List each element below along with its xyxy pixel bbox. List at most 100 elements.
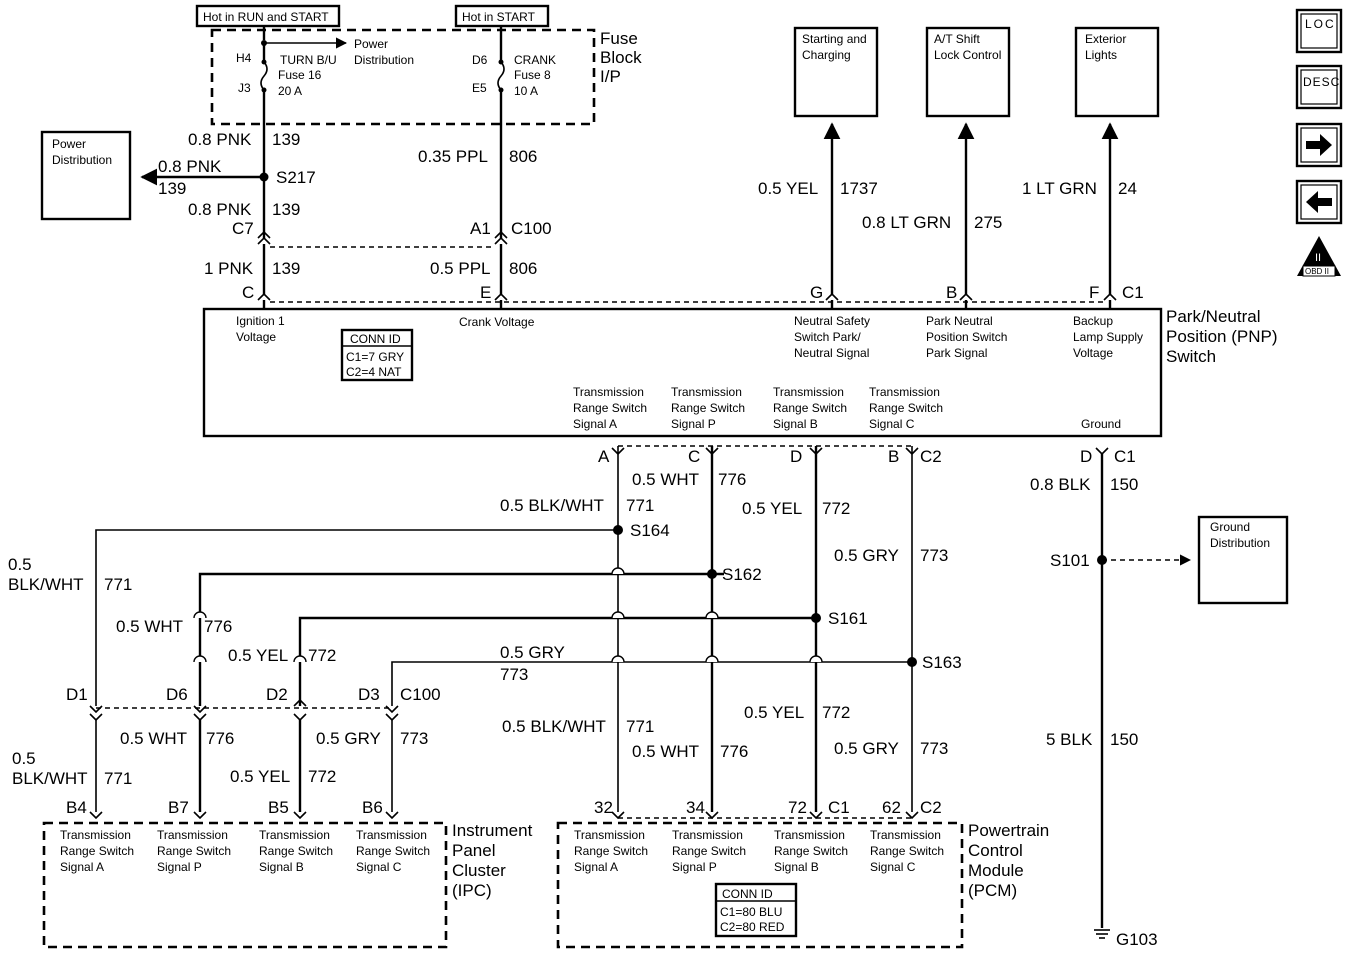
pcm-trs-c-2: Range Switch [870, 844, 944, 858]
pnp-pin-c2: C [688, 447, 700, 466]
pin-d6-c100: D6 [166, 685, 188, 704]
bu-label-2: Lamp Supply [1073, 330, 1143, 344]
ign-label-1: Ignition 1 [236, 314, 285, 328]
pnp-trs-a-2: Range Switch [573, 401, 647, 415]
desc-button[interactable]: DESC [1295, 64, 1343, 110]
shift-lock-box [925, 26, 1011, 118]
pnp-pin-c: C [242, 283, 254, 302]
pin-e5: E5 [472, 81, 487, 95]
pcm-771-size: 0.5 BLK/WHT [502, 717, 606, 736]
left-776-size: 0.5 WHT [116, 617, 183, 636]
pnp-c2-label: C2 [920, 447, 942, 466]
w773-size-upper: 0.5 GRY [834, 546, 899, 565]
prev-arrow-button[interactable] [1295, 179, 1343, 225]
ipc-trs-c-1: Transmission [356, 828, 427, 842]
pcm-pin-32: 32 [594, 798, 613, 817]
lower-771-size-2: BLK/WHT [12, 769, 88, 788]
wire-1737-size: 0.5 YEL [758, 179, 818, 198]
fuse8-name: CRANK [514, 53, 556, 67]
obd-label: OBD II [1305, 267, 1329, 276]
pin-d2: D2 [266, 685, 288, 704]
fuse-block-title-1: Fuse [600, 29, 638, 48]
fuse-8-icon [497, 61, 505, 91]
pcm-trs-c-1: Transmission [870, 828, 941, 842]
pnp-signal-a: Signal A [573, 417, 617, 431]
obd-ii-button[interactable]: OBD II II [1297, 236, 1341, 277]
pcm-title-1: Powertrain [968, 821, 1049, 840]
pcm-conn-id-box [714, 882, 798, 938]
g103-label: G103 [1116, 930, 1158, 949]
ipc-signal-c: Signal C [356, 860, 402, 874]
pnp-pin-a: A [598, 447, 610, 466]
obd-warning-mark: II [1315, 252, 1321, 264]
pnp-conn-c1: C1=7 GRY [346, 350, 404, 364]
pcm-773-num: 773 [920, 739, 948, 758]
s161-label: S161 [828, 609, 868, 628]
pcm-c1-label: C1 [828, 798, 850, 817]
ipc-trs-p-2: Range Switch [157, 844, 231, 858]
loc-button[interactable]: LOC [1295, 8, 1343, 54]
ipc-signal-b: Signal B [259, 860, 304, 874]
pnp-trs-b-2: Range Switch [773, 401, 847, 415]
wire-806-size-1: 0.35 PPL [418, 147, 488, 166]
lower-776-num: 776 [206, 729, 234, 748]
ipc-box [42, 821, 448, 949]
pcm-trs-a-1: Transmission [574, 828, 645, 842]
crank-voltage-label: Crank Voltage [459, 315, 535, 329]
pcm-conn-id: CONN ID [722, 887, 773, 901]
pcm-773-size: 0.5 GRY [834, 739, 899, 758]
next-arrow-button[interactable] [1295, 122, 1343, 168]
wire-139-size-4: 1 PNK [204, 259, 254, 278]
pin-d6-fuse: D6 [472, 53, 488, 67]
pnp-conn-id: CONN ID [350, 332, 401, 346]
starting-charging-box [793, 26, 879, 118]
pnp-trs-p-1: Transmission [671, 385, 742, 399]
pnp-pin-f: F [1089, 283, 1099, 302]
power-dist-fuse-2: Distribution [354, 53, 414, 67]
wire-1737-num: 1737 [840, 179, 878, 198]
pcm-title-4: (PCM) [968, 881, 1017, 900]
pcm-trs-p-1: Transmission [672, 828, 743, 842]
s101-label: S101 [1050, 551, 1090, 570]
ns-label-1: Neutral Safety [794, 314, 870, 328]
desc-label: DESC [1303, 75, 1340, 89]
left-772-num: 772 [308, 646, 336, 665]
wire-806-num-2: 806 [509, 259, 537, 278]
wire-24-size: 1 LT GRN [1022, 179, 1097, 198]
pnp-trs-c-1: Transmission [869, 385, 940, 399]
power-distribution-box: Power Distribution [40, 130, 132, 221]
ground-dist-label-1: Ground [1210, 520, 1250, 534]
pcm-title-2: Control [968, 841, 1023, 860]
c100-upper-label: C100 [511, 219, 552, 238]
pnp-title-2: Position (PNP) [1166, 327, 1277, 346]
lower-773-size: 0.5 GRY [316, 729, 381, 748]
ipc-signal-p: Signal P [157, 860, 202, 874]
s217-label: S217 [276, 168, 316, 187]
ipc-pin-b5: B5 [268, 798, 289, 817]
pnp-trs-p-2: Range Switch [671, 401, 745, 415]
w150-num-lower: 150 [1110, 730, 1138, 749]
ipc-trs-c-2: Range Switch [356, 844, 430, 858]
pcm-title-3: Module [968, 861, 1024, 880]
wire-139-size-2: 0.8 PNK [158, 157, 222, 176]
gry-top-num: 773 [500, 665, 528, 684]
pcm-772-size: 0.5 YEL [744, 703, 804, 722]
pcm-signal-c: Signal C [870, 860, 916, 874]
w773-num-upper: 773 [920, 546, 948, 565]
pnp-signal-p: Signal P [671, 417, 716, 431]
pnp-c1-label: C1 [1122, 283, 1144, 302]
w771-size-upper: 0.5 BLK/WHT [500, 496, 604, 515]
w150-size-lower: 5 BLK [1046, 730, 1093, 749]
power-dist-fuse-1: Power [354, 37, 388, 51]
shift-label-2: Lock Control [934, 48, 1001, 62]
pnp-conn-c2: C2=4 NAT [346, 365, 402, 379]
gry-top-size: 0.5 GRY [500, 643, 565, 662]
pnp-conn-id-box [340, 328, 414, 382]
fuse8-number: Fuse 8 [514, 68, 551, 82]
arrow-left-icon [1306, 191, 1332, 213]
pcm-776-num: 776 [720, 742, 748, 761]
lower-772-size: 0.5 YEL [230, 767, 290, 786]
ipc-signal-a: Signal A [60, 860, 104, 874]
lower-771-num: 771 [104, 769, 132, 788]
pnp-trs-c-2: Range Switch [869, 401, 943, 415]
